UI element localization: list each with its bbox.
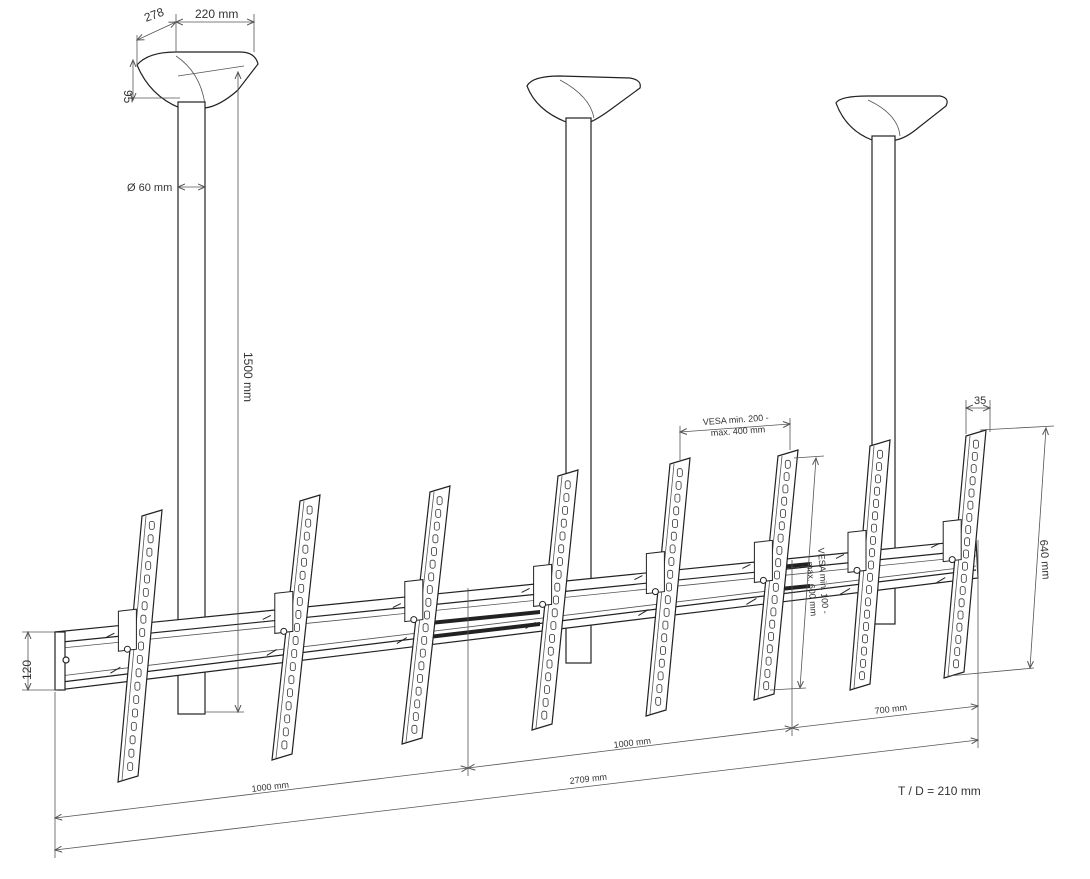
canopy-depth-label: 278 bbox=[142, 5, 166, 25]
pole-diameter-label: Ø 60 mm bbox=[127, 182, 172, 194]
dimension-labels: 278 220 mm 95 Ø 60 mm 1500 mm 120 1000 m… bbox=[20, 5, 1052, 798]
pole-middle bbox=[526, 75, 641, 664]
vesa-bracket-5 bbox=[634, 457, 691, 717]
vesa-bracket-8 bbox=[930, 429, 987, 679]
total-length-label: 2709 mm bbox=[569, 772, 607, 786]
vesa-brackets bbox=[106, 429, 987, 783]
dimension-lines bbox=[22, 14, 1055, 858]
bracket-height-label: 640 mm bbox=[1037, 539, 1052, 579]
vesa-bracket-4 bbox=[521, 469, 579, 731]
vesa-bracket-6 bbox=[742, 449, 799, 701]
canopy-height-label: 95 bbox=[121, 90, 135, 104]
pole-left bbox=[136, 51, 259, 715]
vesa-vertical-label-1: VESA min. 100 - bbox=[816, 547, 831, 614]
vesa-horizontal-label-1: VESA min. 200 - bbox=[702, 412, 769, 427]
vesa-horizontal-label-2: max. 400 mm bbox=[710, 424, 765, 438]
vesa-bracket-7 bbox=[835, 439, 891, 691]
vesa-bracket-3 bbox=[392, 485, 451, 745]
pole-length-label: 1500 mm bbox=[241, 352, 255, 402]
span-right-label: 700 mm bbox=[874, 702, 907, 716]
ceiling-poles bbox=[136, 51, 948, 715]
canopy-width-label: 220 mm bbox=[195, 7, 238, 21]
span-middle-label: 1000 mm bbox=[613, 735, 651, 749]
vesa-bracket-1 bbox=[106, 509, 163, 783]
vesa-vertical-label-2: max. 600 mm bbox=[805, 561, 819, 616]
rail-height-label: 120 bbox=[20, 660, 34, 680]
tilt-distance-label: T / D = 210 mm bbox=[898, 784, 981, 798]
vesa-bracket-2 bbox=[262, 494, 321, 761]
span-left-label: 1000 mm bbox=[251, 780, 289, 794]
bracket-width-label: 35 bbox=[974, 395, 986, 407]
